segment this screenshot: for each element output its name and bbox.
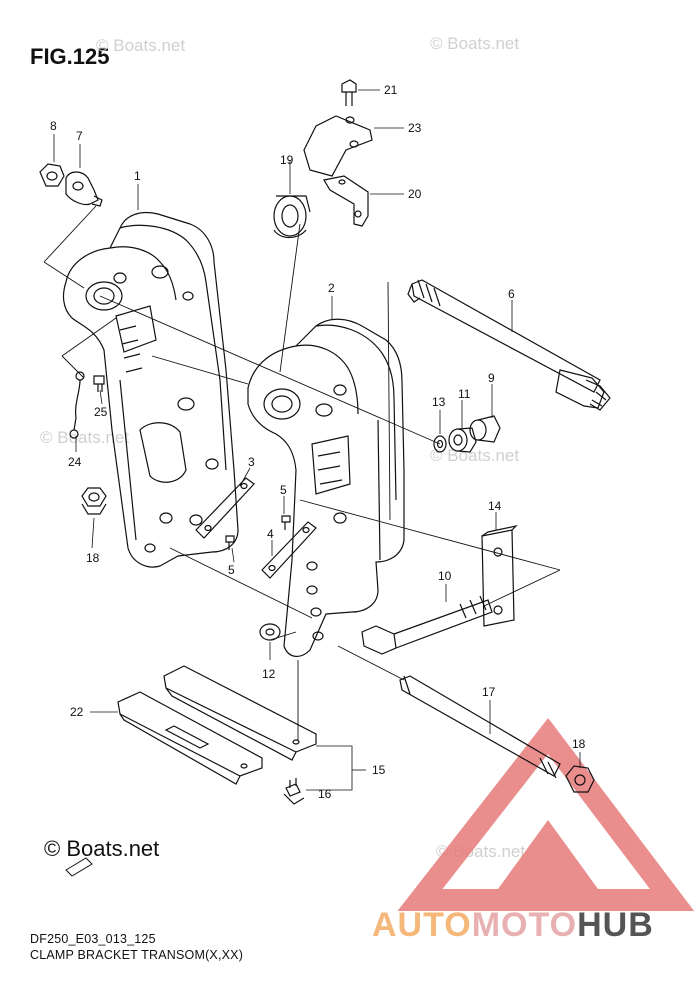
- callout-4: 4: [267, 527, 274, 541]
- part-17-shaft: [399, 675, 561, 779]
- callout-7: 7: [76, 129, 83, 143]
- callout-8: 8: [50, 119, 57, 133]
- callout-2: 2: [328, 281, 335, 295]
- figure-title: FIG.125: [30, 44, 110, 69]
- figure-description: CLAMP BRACKET TRANSOM(X,XX): [30, 948, 244, 962]
- part-23-cover: [303, 115, 373, 177]
- part-25-bolt: [93, 375, 105, 392]
- callout-5: 5: [280, 483, 287, 497]
- watermark: © Boats.net: [430, 34, 520, 53]
- clamp-bracket-right: [247, 318, 405, 657]
- callout-19: 19: [280, 153, 294, 167]
- part-4-plate: [261, 521, 317, 579]
- part-5-bolt: [281, 515, 291, 530]
- leader-lines: [53, 89, 581, 791]
- part-10-bolt: [361, 595, 493, 655]
- watermark: © Boats.net: [96, 36, 186, 55]
- callout-labels: 1 2 3 4 5 5 6 7 8 9 10 11 12 13 14 15 16…: [50, 83, 586, 801]
- part-14-plate: [481, 524, 518, 627]
- callout-17: 17: [482, 685, 496, 699]
- part-18-nut-left: [81, 487, 107, 515]
- callout-24: 24: [68, 455, 82, 469]
- part-18-nut-right: [565, 765, 595, 793]
- part-20-bracket: [323, 175, 369, 227]
- part-16-bolt: [283, 778, 305, 805]
- brand-triangle-logo: [397, 717, 695, 911]
- callout-1: 1: [134, 169, 141, 183]
- callout-3: 3: [248, 455, 255, 469]
- part-11-bushing: [448, 427, 477, 453]
- part-5-bolt: [225, 535, 235, 550]
- watermark: © Boats.net: [430, 446, 520, 465]
- part-6-tilt-tube: [407, 279, 611, 411]
- callout-22: 22: [70, 705, 84, 719]
- part-8-nut: [39, 163, 65, 187]
- callout-9: 9: [488, 371, 495, 385]
- clamp-bracket-left: [62, 211, 239, 568]
- part-3-plate: [195, 477, 255, 539]
- boatsnet-logo: © Boats.net: [44, 836, 160, 861]
- callout-25: 25: [94, 405, 108, 419]
- callout-5: 5: [228, 563, 235, 577]
- callout-23: 23: [408, 121, 422, 135]
- callout-10: 10: [438, 569, 452, 583]
- callout-13: 13: [432, 395, 446, 409]
- part-22-plate: [117, 691, 263, 785]
- callout-14: 14: [488, 499, 502, 513]
- callout-11: 11: [458, 387, 471, 401]
- guide-lines: [43, 205, 561, 740]
- forward-arrow-icon: [65, 857, 93, 877]
- automotohub-logo: AUTOMOTOHUB: [372, 906, 654, 944]
- callout-18: 18: [86, 551, 100, 565]
- figure-code: DF250_E03_013_125: [30, 932, 156, 946]
- callout-16: 16: [318, 787, 332, 801]
- part-24-ground-wire: [69, 371, 85, 439]
- part-9-bushing: [469, 415, 501, 443]
- callout-6: 6: [508, 287, 515, 301]
- callout-20: 20: [408, 187, 422, 201]
- part-15-plate: [163, 665, 317, 761]
- part-19-grommet: [273, 195, 311, 239]
- part-21-bolt: [341, 79, 357, 106]
- callout-12: 12: [262, 667, 276, 681]
- part-7-plate: [65, 171, 103, 207]
- callout-15: 15: [372, 763, 386, 777]
- part-13-washer: [433, 435, 447, 453]
- callout-21: 21: [384, 83, 398, 97]
- callout-18: 18: [572, 737, 586, 751]
- watermark: © Boats.net: [40, 428, 130, 447]
